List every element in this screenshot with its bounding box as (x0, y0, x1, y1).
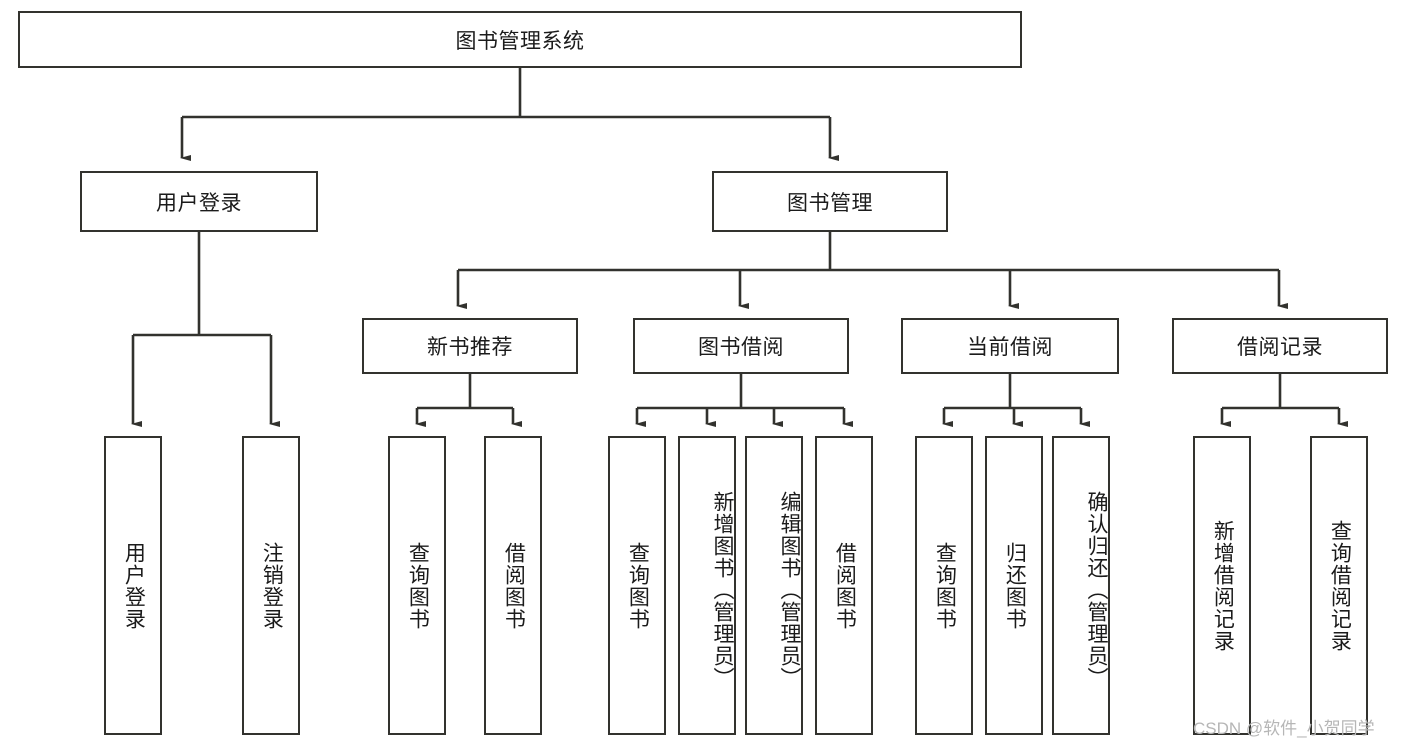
node-borrow-record-label: 借阅记录 (1237, 336, 1323, 359)
leaf-user-login-logout[interactable]: 注销登录 (242, 436, 300, 735)
leaf-recommend-borrow-book[interactable]: 借阅图书 (484, 436, 542, 735)
leaf-label: 借阅图书 (833, 541, 857, 630)
leaf-label: 借阅图书 (502, 541, 526, 630)
leaf-current-confirm-return-admin[interactable]: 确认归还（管理员） (1052, 436, 1110, 735)
node-book-management[interactable]: 图书管理 (712, 171, 948, 232)
leaf-label: 用户登录 (122, 541, 146, 630)
leaf-label: 查询借阅记录 (1328, 519, 1352, 652)
node-book-borrow-label: 图书借阅 (698, 336, 784, 359)
leaf-record-add-record[interactable]: 新增借阅记录 (1193, 436, 1251, 735)
leaf-user-login-login[interactable]: 用户登录 (104, 436, 162, 735)
leaf-label: 注销登录 (260, 541, 284, 630)
node-user-login-label: 用户登录 (156, 191, 242, 215)
leaf-label: 新增图书（管理员） (711, 490, 734, 689)
leaf-label: 查询图书 (626, 541, 650, 630)
node-user-login[interactable]: 用户登录 (80, 171, 318, 232)
leaf-record-query-record[interactable]: 查询借阅记录 (1310, 436, 1368, 735)
leaf-current-query-book[interactable]: 查询图书 (915, 436, 973, 735)
leaf-label: 新增借阅记录 (1211, 519, 1235, 652)
node-book-borrow[interactable]: 图书借阅 (633, 318, 849, 374)
leaf-borrow-borrow-book[interactable]: 借阅图书 (815, 436, 873, 735)
node-current-borrow[interactable]: 当前借阅 (901, 318, 1119, 374)
leaf-borrow-add-book-admin[interactable]: 新增图书（管理员） (678, 436, 736, 735)
leaf-label: 归还图书 (1003, 541, 1027, 630)
leaf-borrow-query-book[interactable]: 查询图书 (608, 436, 666, 735)
node-new-book-recommend-label: 新书推荐 (427, 336, 513, 359)
node-book-management-label: 图书管理 (787, 191, 873, 215)
node-current-borrow-label: 当前借阅 (967, 336, 1053, 359)
leaf-label: 编辑图书（管理员） (778, 490, 801, 689)
leaf-label: 确认归还（管理员） (1085, 490, 1108, 689)
leaf-label: 查询图书 (933, 541, 957, 630)
leaf-recommend-query-book[interactable]: 查询图书 (388, 436, 446, 735)
node-root-label: 图书管理系统 (455, 29, 585, 53)
watermark: CSDN @软件_小贺同学 (1193, 719, 1375, 738)
node-root[interactable]: 图书管理系统 (18, 11, 1022, 68)
node-borrow-record[interactable]: 借阅记录 (1172, 318, 1388, 374)
node-new-book-recommend[interactable]: 新书推荐 (362, 318, 578, 374)
leaf-current-return-book[interactable]: 归还图书 (985, 436, 1043, 735)
leaf-label: 查询图书 (406, 541, 430, 630)
leaf-borrow-edit-book-admin[interactable]: 编辑图书（管理员） (745, 436, 803, 735)
